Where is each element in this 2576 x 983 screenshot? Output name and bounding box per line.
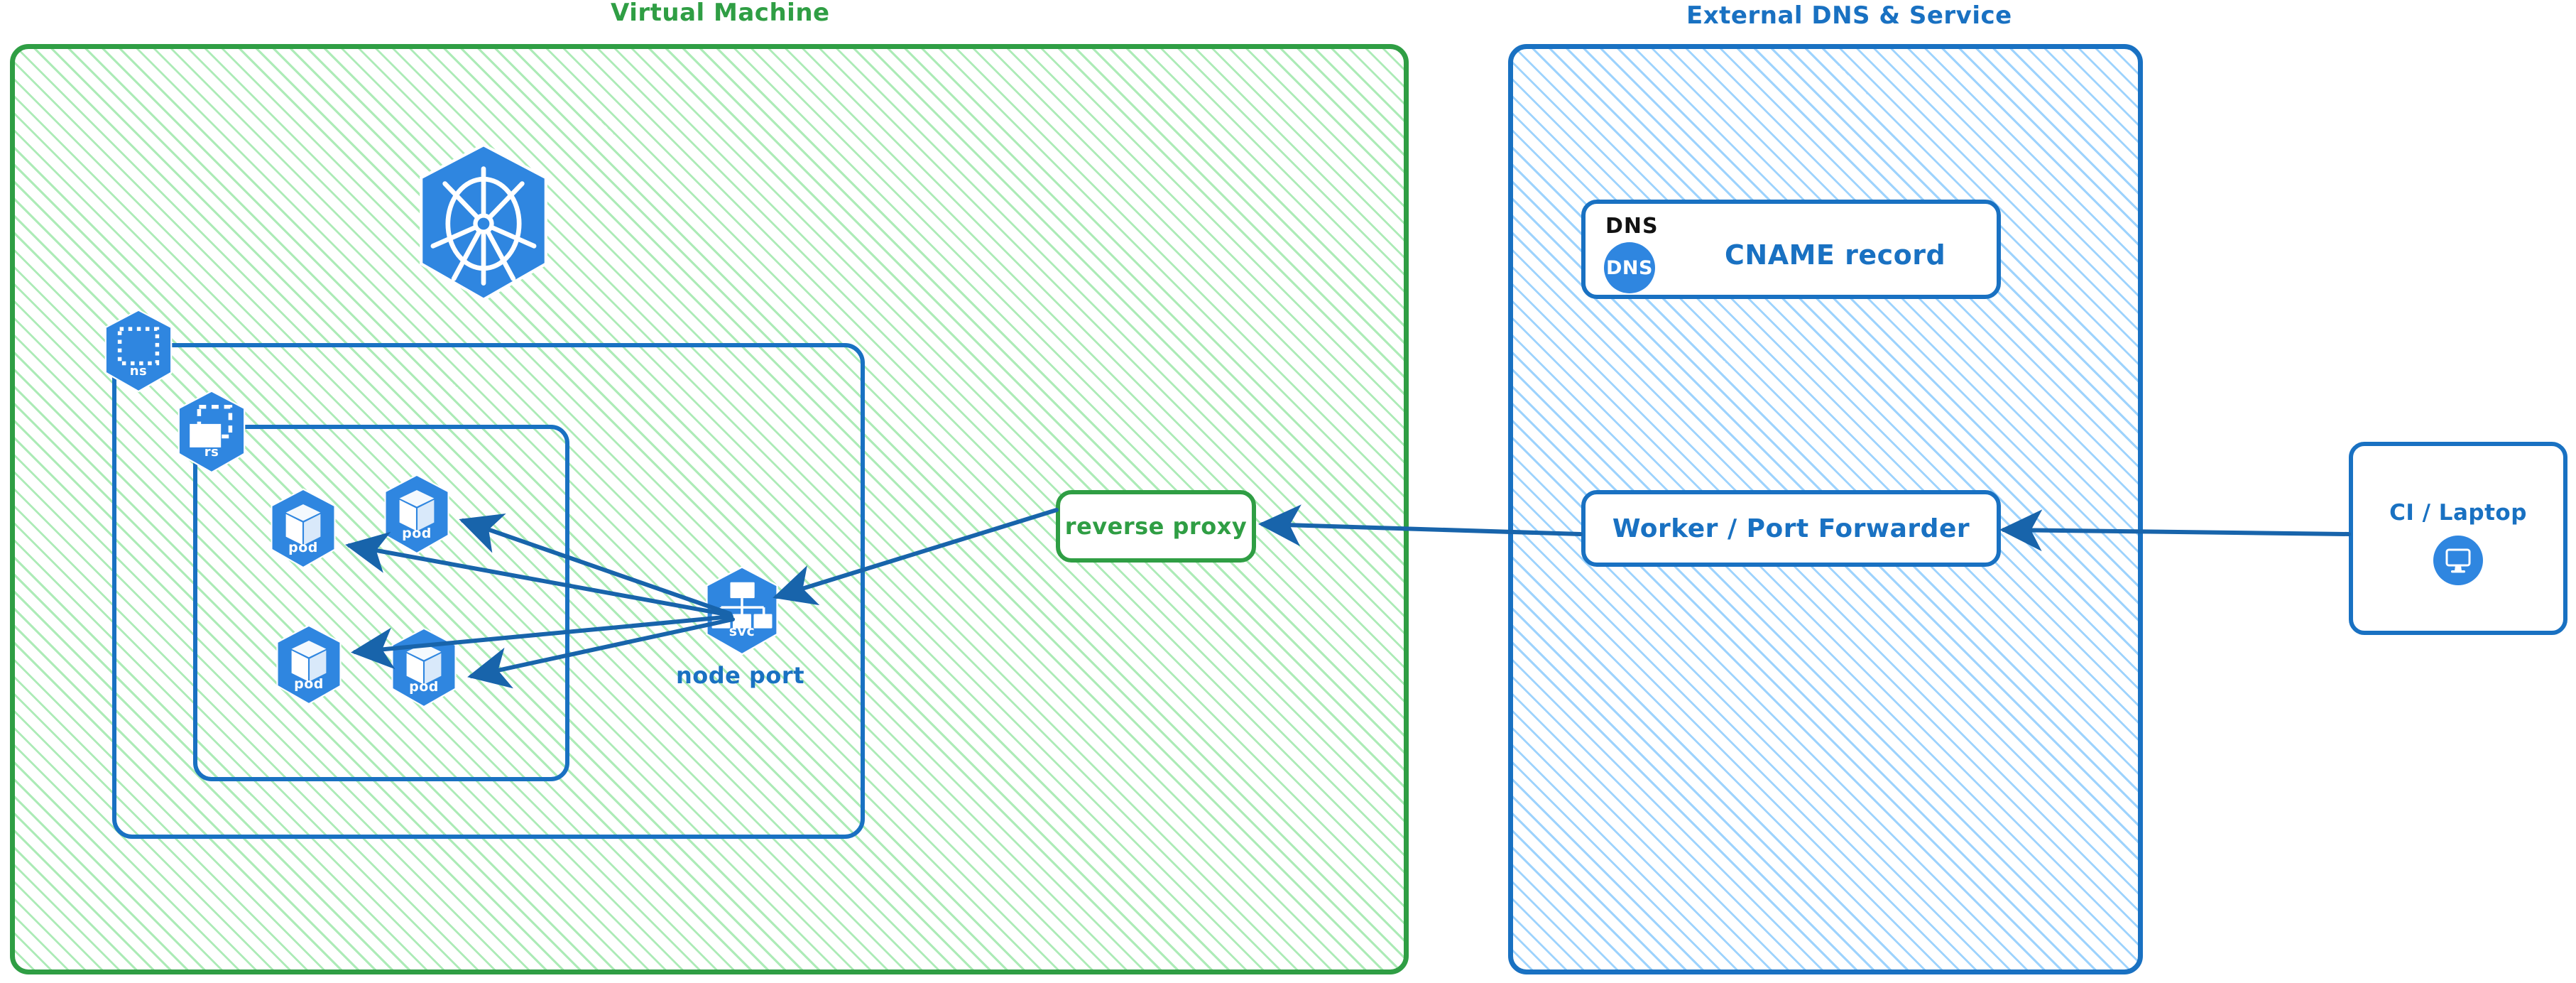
dns-cname-card[interactable]: DNS DNS CNAME record <box>1581 200 2001 299</box>
group-title-external-dns-service: External DNS & Service <box>1686 1 2012 30</box>
kubernetes-helm-wheel-icon <box>409 142 558 305</box>
node-port-caption: node port <box>676 662 804 689</box>
ci-laptop-box[interactable]: CI / Laptop <box>2349 442 2567 635</box>
pod-cube-icon <box>285 504 321 545</box>
worker-port-forwarder-label: Worker / Port Forwarder <box>1612 514 1970 543</box>
dns-circle-icon: DNS <box>1604 242 1655 293</box>
replicaset-hex-badge[interactable]: rs <box>173 389 251 476</box>
reverse-proxy-label: reverse proxy <box>1064 513 1248 540</box>
service-hex[interactable]: svc <box>700 565 784 658</box>
desktop-monitor-icon <box>2433 536 2483 585</box>
pod-cube-icon <box>291 641 327 682</box>
group-title-virtual-machine: Virtual Machine <box>611 0 830 27</box>
cname-record-label: CNAME record <box>1725 239 1946 271</box>
pod-hex-1[interactable]: pod <box>266 487 341 571</box>
namespace-hex-badge[interactable]: ns <box>99 308 178 395</box>
pod-cube-icon <box>399 490 435 531</box>
dns-card-tag: DNS <box>1605 214 1659 239</box>
pod-hex-4[interactable]: pod <box>386 626 462 710</box>
reverse-proxy-box[interactable]: reverse proxy <box>1056 490 1256 563</box>
pod-hex-2[interactable]: pod <box>379 473 454 557</box>
ci-laptop-label: CI / Laptop <box>2389 500 2527 526</box>
pod-hex-3[interactable]: pod <box>271 624 346 707</box>
worker-port-forwarder-box[interactable]: Worker / Port Forwarder <box>1581 490 2001 567</box>
namespace-dotted-square-icon <box>117 327 160 366</box>
